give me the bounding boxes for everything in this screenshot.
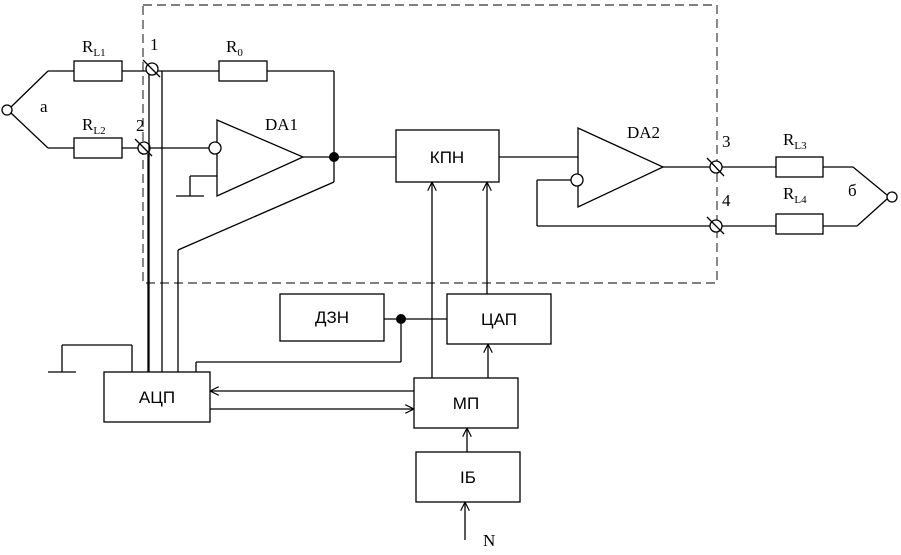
label-rl1: RL1 [82, 37, 106, 59]
da1-inverting-input [208, 141, 222, 155]
block-mp [413, 377, 519, 429]
resistor-rl1 [73, 60, 123, 82]
block-ib [415, 451, 521, 503]
resistor-rl2 [73, 137, 123, 159]
output-network-b [722, 156, 898, 235]
label-da2: DA2 [627, 123, 660, 142]
dashed-enclosure [142, 4, 718, 284]
resistor-r0 [218, 60, 268, 82]
op-amp-da2 [577, 126, 665, 209]
label-mp: МП [453, 394, 479, 413]
resistor-rl3 [775, 156, 824, 178]
label-terminal-b: б [848, 181, 857, 200]
op-amp-da1 [216, 119, 305, 198]
label-acp: АЦП [139, 388, 175, 407]
label-r0: R0 [226, 37, 243, 59]
terminal-a-node [1, 104, 13, 116]
label-dzn: ДЗН [315, 308, 349, 327]
label-terminal-2: 2 [136, 116, 145, 135]
da2-inverting-input [570, 173, 584, 187]
label-terminal-3: 3 [722, 132, 731, 151]
label-cap: ЦАП [481, 310, 517, 329]
label-input-n: N [483, 531, 495, 550]
label-terminal-a: a [40, 97, 48, 116]
block-dzn [279, 293, 385, 342]
block-kpn [395, 129, 500, 183]
label-terminal-1: 1 [150, 35, 159, 54]
label-ib: ІБ [460, 468, 476, 487]
terminal-b-node [886, 191, 898, 203]
input-network-a [1, 60, 147, 159]
label-terminal-4: 4 [722, 191, 731, 210]
label-rl4: RL4 [783, 184, 807, 206]
label-rl3: RL3 [783, 130, 807, 152]
block-cap [446, 293, 552, 345]
label-rl2: RL2 [82, 115, 106, 137]
block-acp [103, 371, 211, 423]
label-kpn: КПН [430, 148, 464, 167]
label-da1: DA1 [265, 115, 298, 134]
resistor-rl4 [775, 213, 824, 235]
